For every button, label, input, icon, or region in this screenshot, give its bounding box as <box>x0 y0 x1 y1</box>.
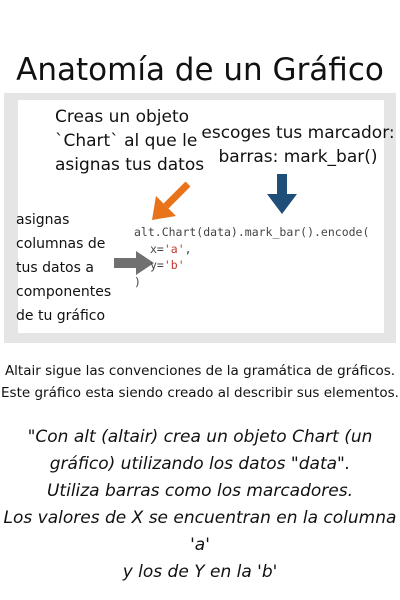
arrow-right-icon <box>114 251 154 275</box>
quote-line: y los de Y en la 'b' <box>122 562 278 582</box>
code-y-key: y= <box>150 258 164 272</box>
summary-quote: "Con alt (altair) crea un objeto Chart (… <box>0 424 400 586</box>
code-line-x: x='a', <box>134 241 396 258</box>
code-line-chart: alt.Chart(data).mark_bar().encode( <box>134 225 370 239</box>
code-x-separator: , <box>184 241 192 256</box>
annotation-line: escoges tus marcador: <box>201 123 395 143</box>
quote-line: Utiliza barras como los marcadores. <box>46 481 354 501</box>
code-line-y: y='b' <box>134 257 396 274</box>
quote-line: "Con alt (altair) crea un objeto Chart (… <box>27 427 373 447</box>
annotation-line: asignas tus datos <box>55 155 205 175</box>
code-x-key: x= <box>150 241 164 256</box>
code-x-value: 'a' <box>163 241 185 256</box>
annotation-line: columnas de <box>16 236 106 252</box>
description-line: Altair sigue las convenciones de la gram… <box>4 363 396 379</box>
annotation-line: componentes <box>16 284 112 300</box>
description-line: Este gráfico esta siendo creado al descr… <box>1 385 399 401</box>
quote-line: Los valores de X se encuentran en la col… <box>3 508 397 555</box>
code-y-value: 'b' <box>163 258 185 272</box>
page-title: Anatomía de un Gráfico <box>16 52 384 88</box>
annotation-line: Creas un objeto <box>55 107 190 127</box>
code-line-close: ) <box>134 274 141 289</box>
annotation-line: `Chart` al que le <box>55 131 198 151</box>
annotation-line: tus datos a <box>16 260 94 276</box>
quote-line: gráfico) utilizando los datos "data". <box>49 454 351 474</box>
annotation-line: de tu gráfico <box>16 308 106 324</box>
annotation-line: asignas <box>16 212 70 228</box>
description: Altair sigue las convenciones de la gram… <box>0 360 400 404</box>
encode-columns-annotation: asignas columnas de tus datos a componen… <box>16 208 116 328</box>
arrow-down-left-icon <box>152 181 191 220</box>
choose-marker-annotation: escoges tus marcador: barras: mark_bar() <box>200 121 396 169</box>
diagram-panel-inner <box>18 100 384 333</box>
annotation-line: barras: mark_bar() <box>218 147 378 167</box>
create-chart-annotation: Creas un objeto `Chart` al que le asigna… <box>55 105 205 177</box>
arrow-down-icon <box>267 174 297 214</box>
code-snippet: alt.Chart(data).mark_bar().encode( x='a',… <box>134 224 396 290</box>
diagram-panel <box>4 93 396 343</box>
